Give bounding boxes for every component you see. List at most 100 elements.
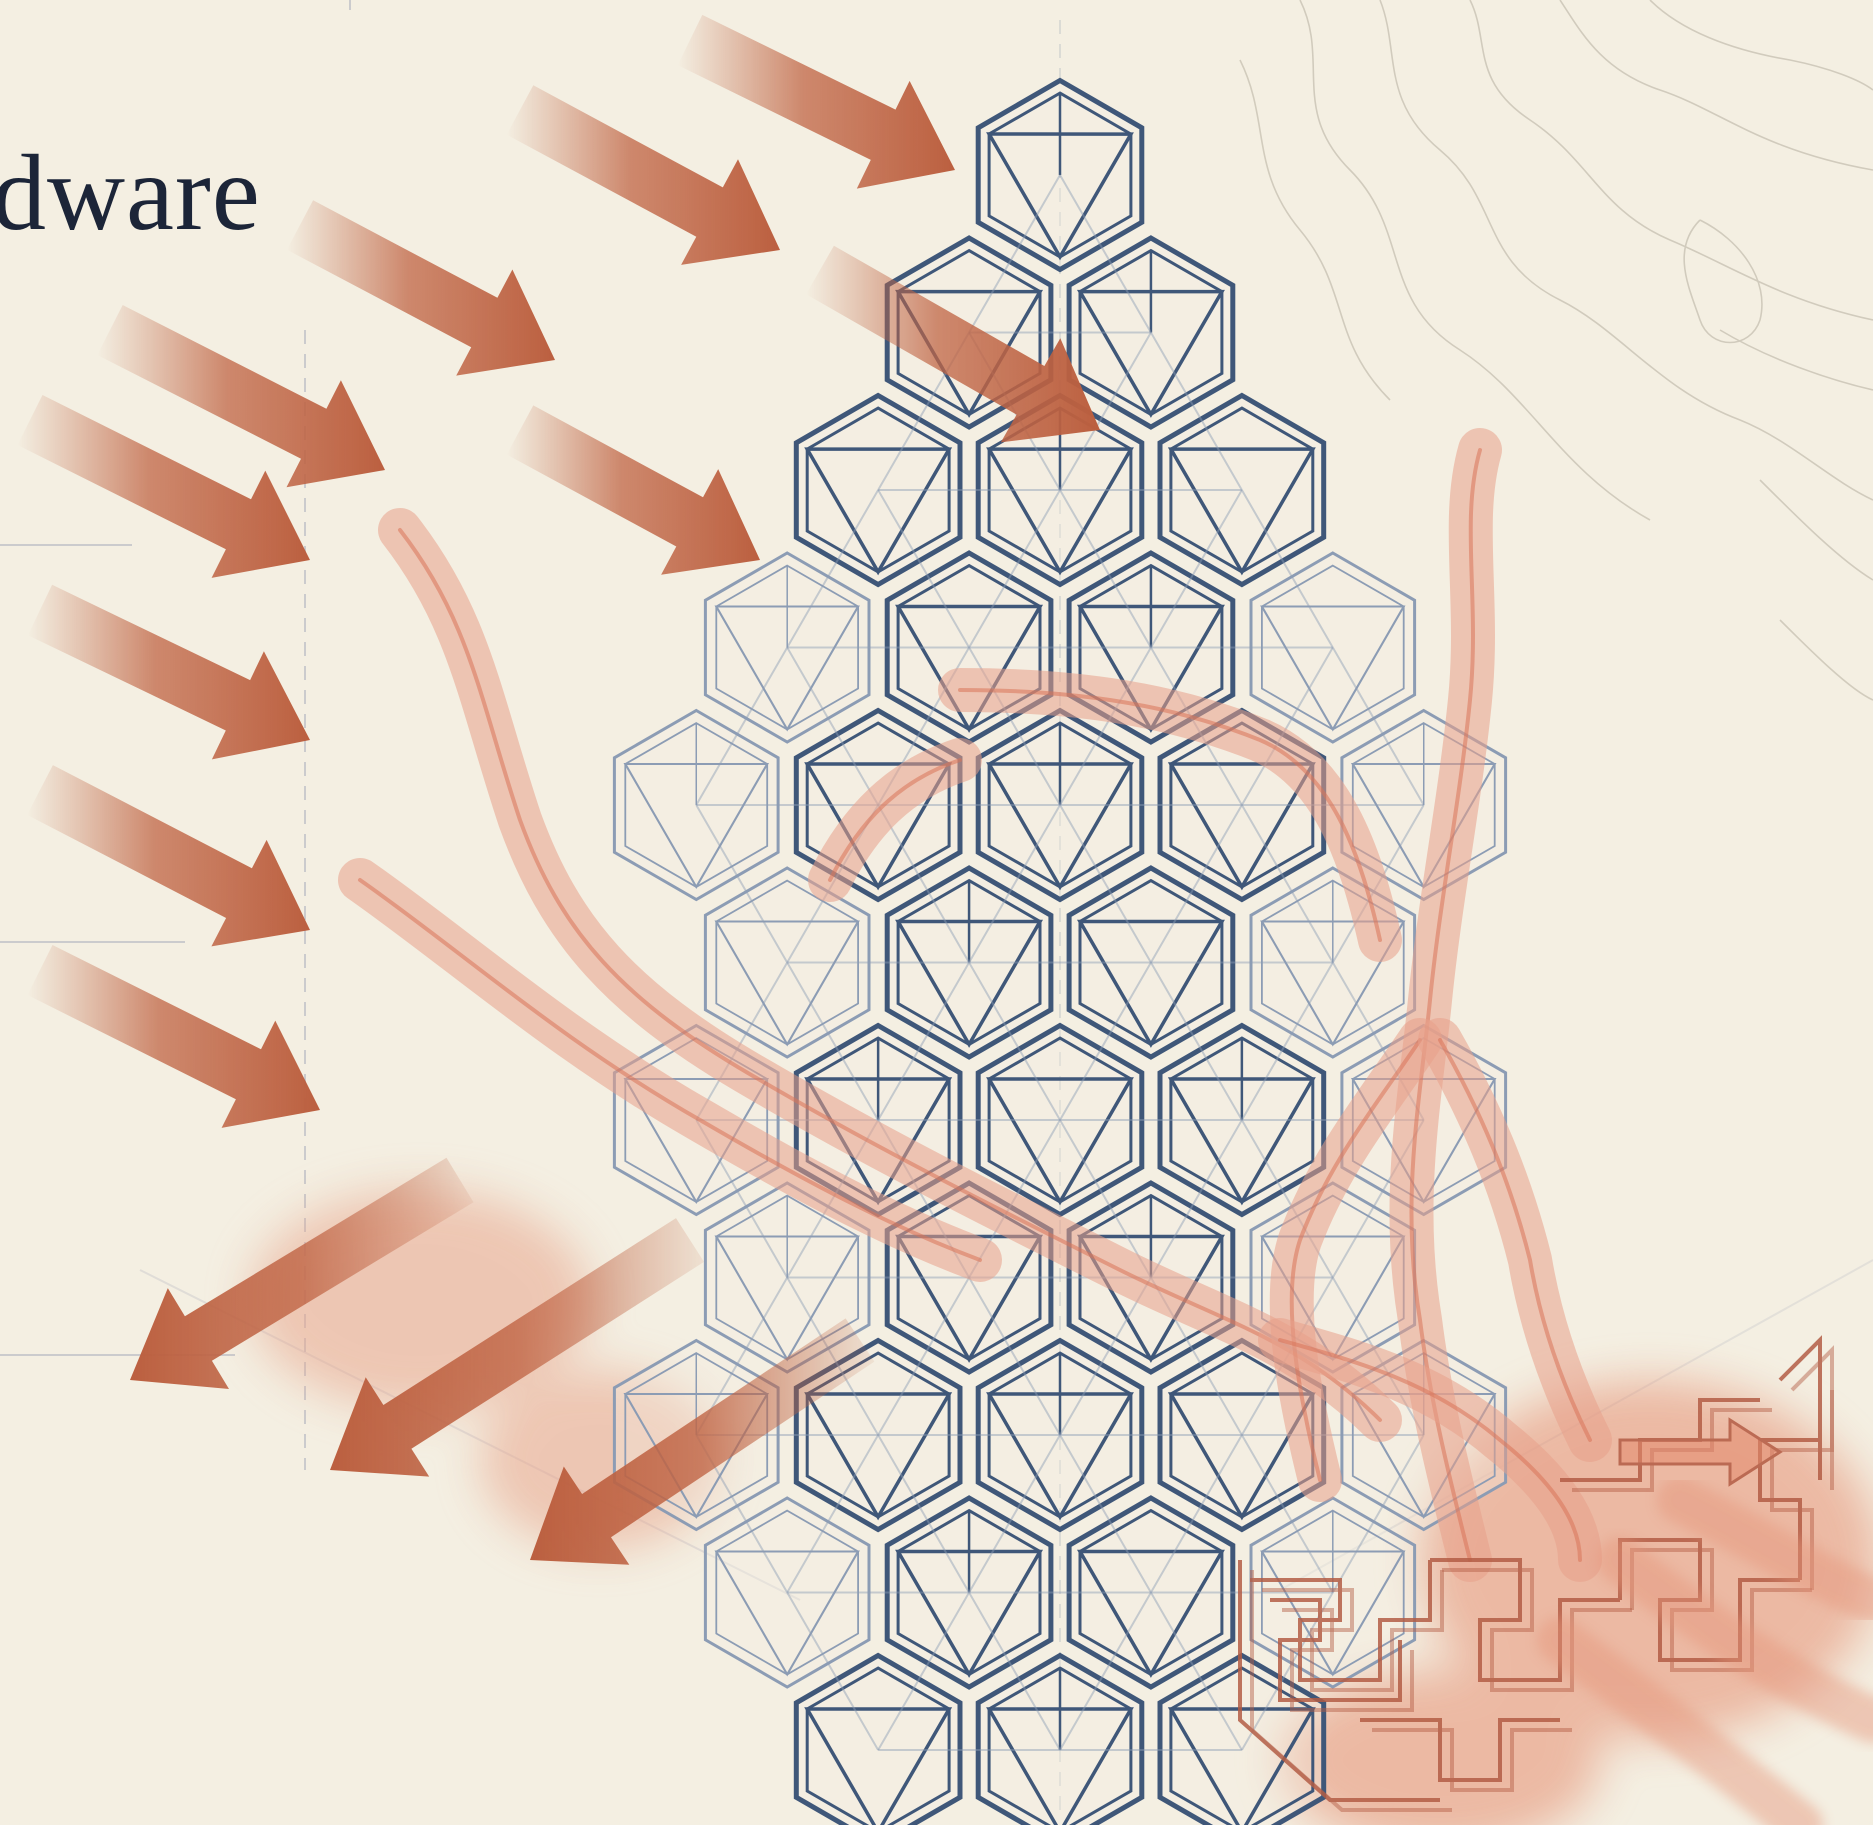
lattice-strut — [1150, 1591, 1243, 1751]
lattice-strut — [1059, 1277, 1152, 1436]
flow-ray — [1597, 1537, 1873, 1743]
lattice-cell-icon — [1066, 865, 1236, 1060]
lattice-strut — [968, 1276, 1061, 1436]
lattice-strut — [1240, 489, 1334, 648]
lattice-strut — [786, 647, 880, 806]
maze-wall — [1270, 1598, 1402, 1702]
lattice-cell-icon — [884, 865, 1054, 1060]
lattice-cell-icon — [975, 707, 1145, 903]
maze-wall-shadow — [1250, 1570, 1452, 1812]
lattice-cell-icon — [703, 551, 871, 744]
lattice-strut — [1240, 962, 1334, 1121]
lattice-strut — [1150, 961, 1243, 1121]
lattice-strut — [1059, 174, 1152, 333]
lattice-strut — [695, 961, 789, 1121]
lattice-strut — [1059, 962, 1152, 1121]
branch-flow-core — [1278, 1338, 1582, 1562]
branch-flow-core — [398, 528, 1382, 1422]
maze-wall — [1778, 1335, 1822, 1480]
maze-wall-shadow — [1282, 1608, 1414, 1712]
lattice-strut — [877, 961, 970, 1121]
lattice-strut — [968, 804, 1061, 964]
arrow-icon — [27, 584, 311, 760]
lattice-strut — [968, 489, 1061, 649]
lattice-cell-icon — [1157, 1022, 1327, 1218]
lattice-strut — [968, 1434, 1061, 1594]
lattice-cell-icon — [975, 392, 1145, 588]
contour-line — [1759, 479, 1873, 581]
contour-line — [1719, 329, 1873, 391]
lattice-strut — [968, 1591, 1061, 1751]
flow-channels — [338, 428, 1612, 1582]
lattice-strut — [1240, 647, 1334, 806]
lattice-strut — [1059, 1592, 1152, 1751]
lattice-cell-icon — [975, 1022, 1145, 1218]
lattice-strut — [877, 1591, 970, 1751]
contour-line — [1559, 0, 1873, 171]
arrow-icon — [27, 765, 310, 947]
maze-wall-shadow — [1790, 1345, 1834, 1490]
arrow-icon — [286, 200, 555, 376]
lattice-strut — [786, 489, 880, 648]
lattice-cell-icon — [703, 1496, 871, 1689]
lattice-cell-icon — [884, 1495, 1054, 1690]
lattice-cell-icon — [975, 77, 1145, 273]
lattice-strut — [695, 646, 789, 806]
arrow-icon — [17, 395, 310, 578]
lattice-cell-icon — [975, 1652, 1145, 1825]
branch-flow-core — [1289, 1038, 1422, 1482]
lattice-strut — [1059, 332, 1152, 491]
maze-wall — [1430, 1558, 1620, 1682]
maze-wall-shadow — [1262, 1570, 1444, 1692]
lattice-strut — [786, 962, 880, 1121]
lattice-strut — [1059, 489, 1152, 648]
lattice-strut — [1240, 1434, 1334, 1593]
lattice-cell-icon — [612, 708, 780, 902]
contour-line — [1299, 0, 1651, 521]
flow-ray — [1537, 1617, 1823, 1825]
title-text: dware — [0, 134, 261, 253]
lattice-cell-icon — [703, 1181, 871, 1374]
lattice-strut — [877, 489, 970, 649]
lattice-strut — [1059, 1119, 1152, 1278]
lattice-strut — [1331, 646, 1425, 806]
maze-wall — [1360, 1718, 1560, 1782]
arrow-icon — [506, 405, 760, 575]
lattice-strut — [786, 1434, 880, 1593]
arrow-group — [17, 14, 1873, 1825]
contour-line — [1779, 619, 1873, 701]
lattice-strut — [968, 961, 1061, 1121]
lattice-strut — [1331, 1434, 1425, 1594]
contour-line — [1649, 0, 1873, 91]
maze-icon — [1238, 1335, 1834, 1812]
maze-wall — [1238, 1560, 1440, 1802]
lattice-strut — [1059, 804, 1152, 963]
maze-wall-shadow — [1372, 1728, 1572, 1792]
contour-lines — [1239, 0, 1873, 701]
lattice-strut — [877, 1276, 970, 1436]
lattice-strut — [877, 804, 970, 964]
maze-wall-shadow — [1572, 1408, 1772, 1492]
branch-flow-core — [1438, 1038, 1592, 1442]
arrow-icon — [806, 245, 1100, 443]
contour-line — [1469, 0, 1873, 321]
lattice-cell-icon — [703, 866, 871, 1059]
lattice-strut — [1150, 1119, 1243, 1279]
lattice-cell-icon — [1157, 1652, 1327, 1825]
lattice-cell-icon — [793, 392, 963, 588]
lattice-cell-icon — [1066, 235, 1236, 430]
lattice-strut — [1240, 804, 1334, 963]
arrow-icon — [530, 1318, 875, 1565]
arrow-icon — [506, 85, 780, 265]
lattice-strut — [1150, 331, 1243, 491]
lattice-strut — [877, 1434, 970, 1594]
maze-wall-shadow — [1770, 1390, 1834, 1590]
lattice-strut — [1150, 489, 1243, 649]
flow-ray — [1657, 1477, 1873, 1623]
arrow-icon — [330, 1218, 704, 1477]
lattice-cell-icon — [1249, 551, 1417, 744]
branch-flow-core — [828, 758, 962, 882]
lattice-strut — [1059, 647, 1152, 806]
